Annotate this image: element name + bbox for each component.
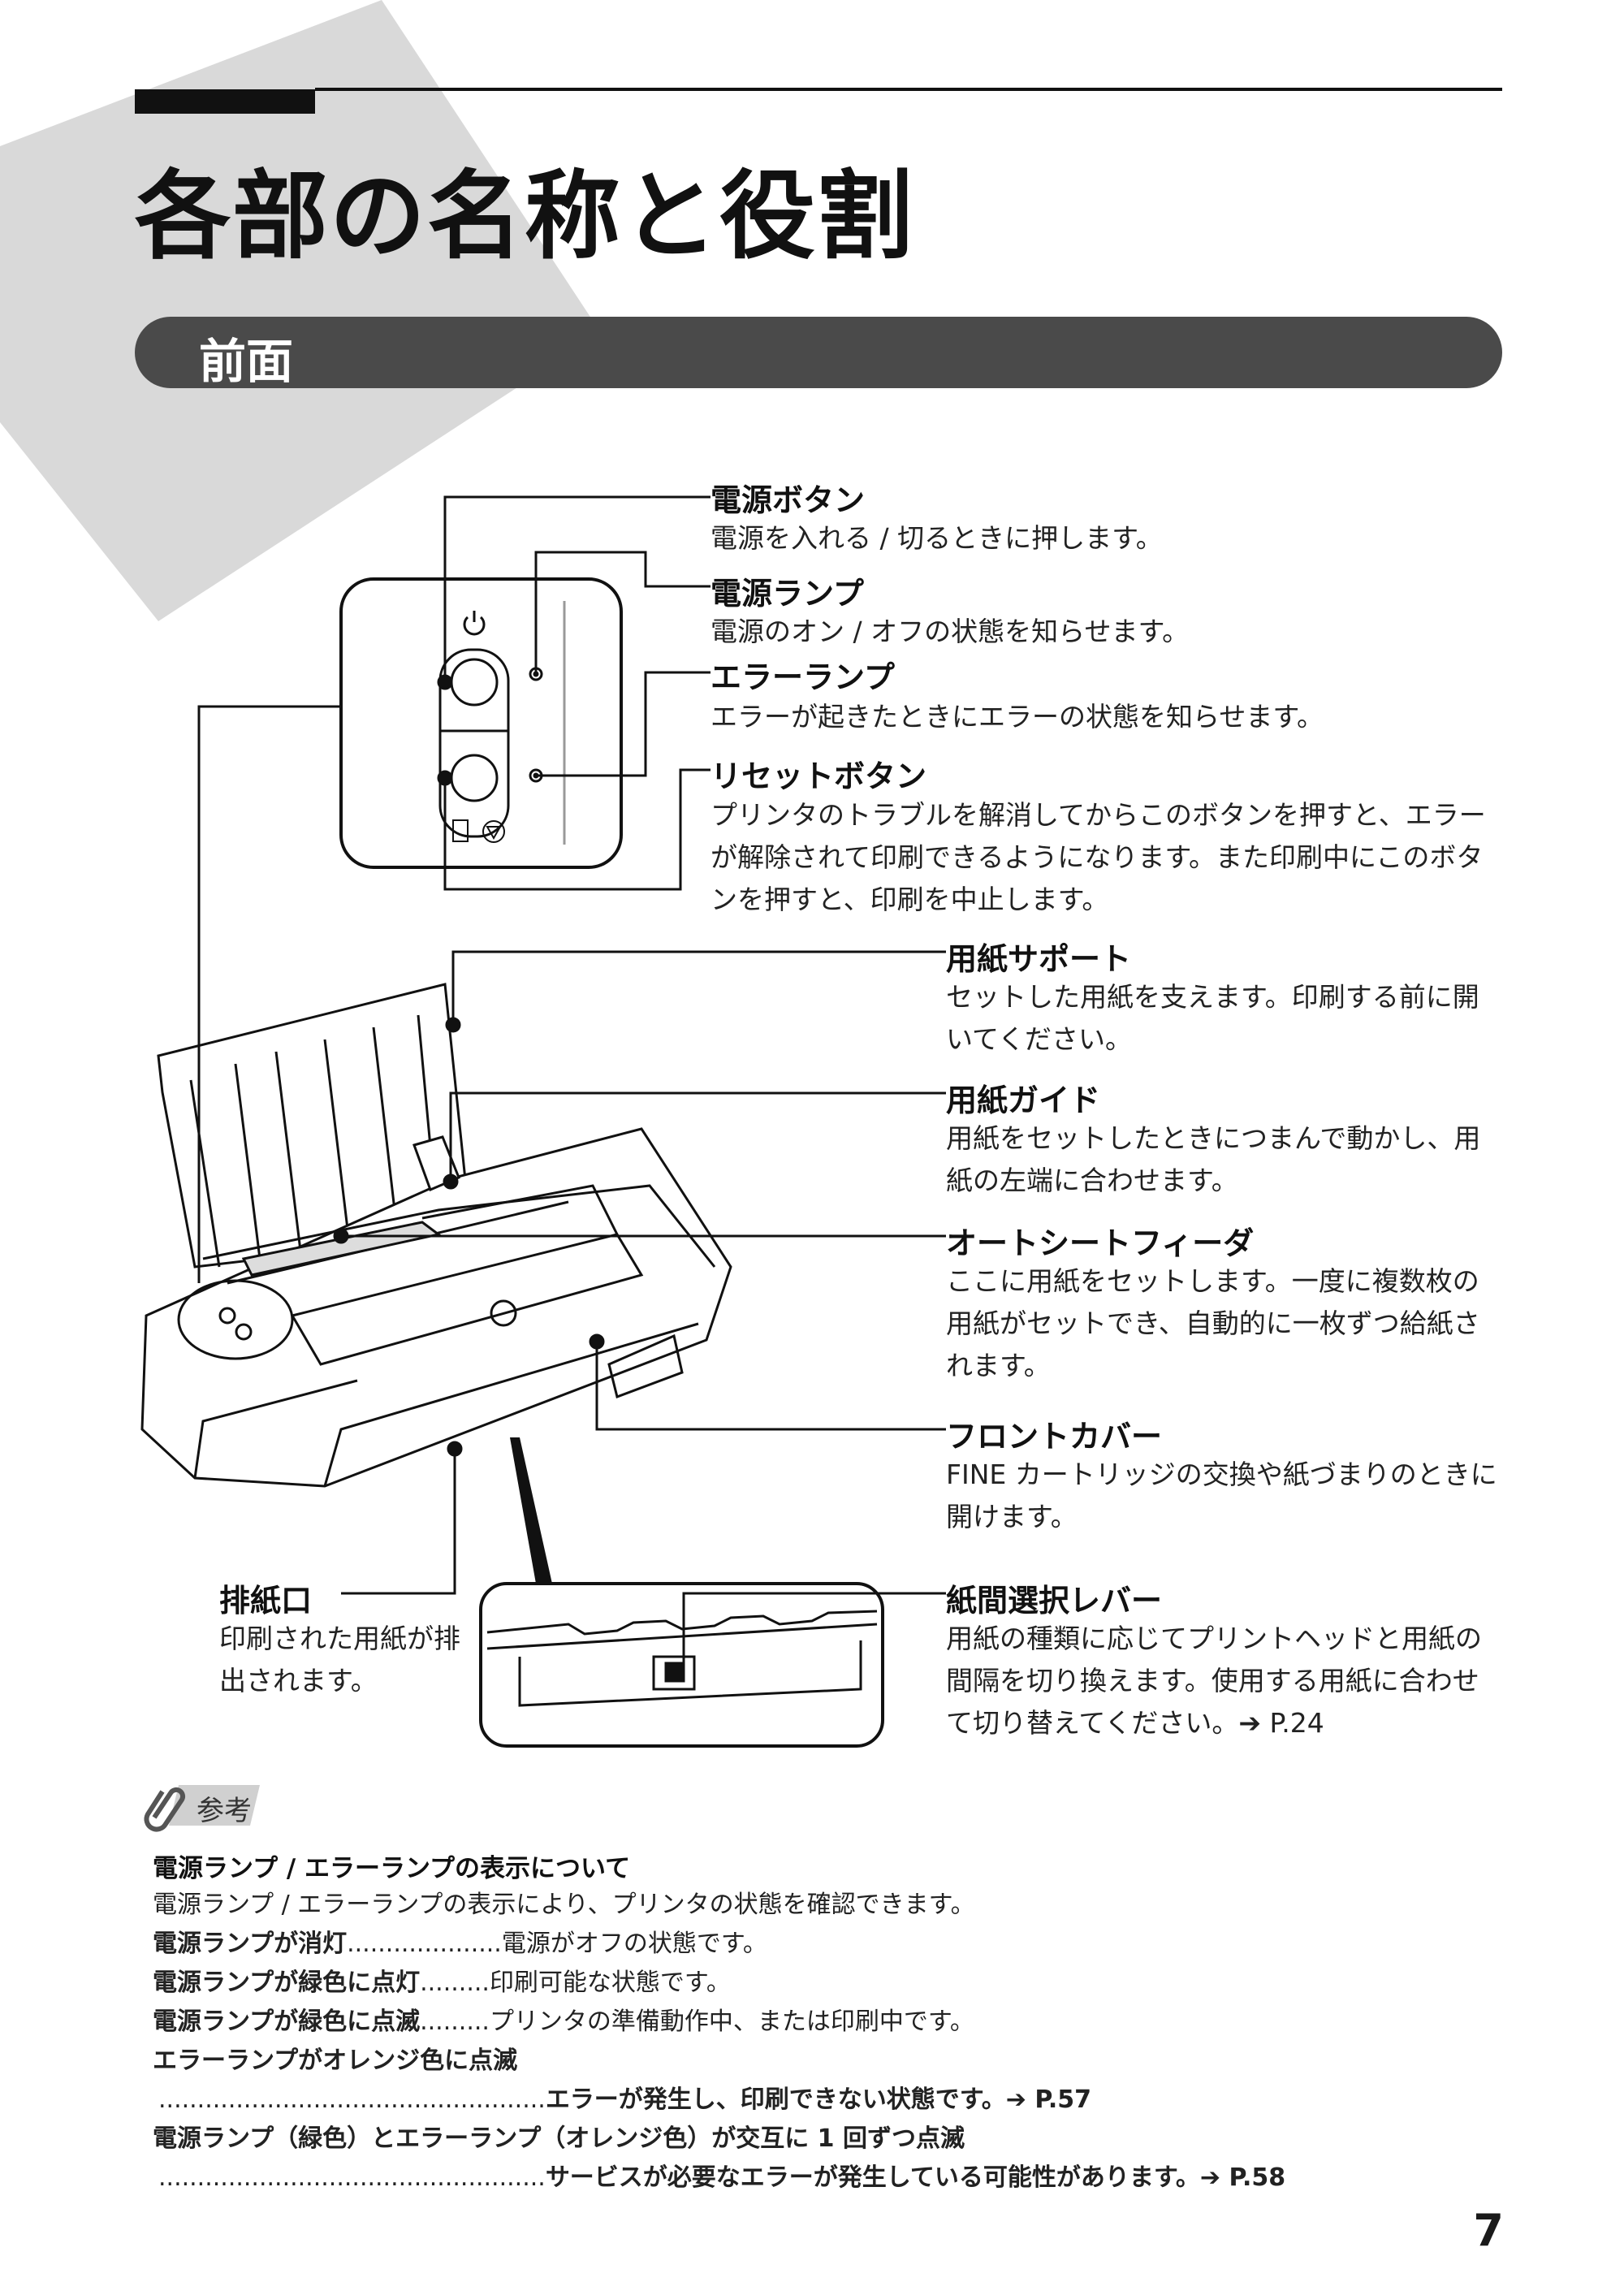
paper-guide-title: 用紙ガイド	[946, 1083, 1101, 1118]
note-row-detail: ........................................…	[158, 2157, 1285, 2193]
printer-body	[140, 983, 732, 1488]
note-row-state-text: 電源ランプ（緑色）とエラーランプ（オレンジ色）が交互に 1 回ずつ点滅	[153, 2124, 965, 2153]
note-row-meaning: 電源がオフの状態です。	[501, 1930, 767, 1958]
header-bar	[135, 89, 315, 114]
reference-badge: 参考	[138, 1777, 268, 1834]
front-cover-title: フロントカバー	[946, 1419, 1163, 1454]
note-row-leader: .........	[420, 2008, 490, 2036]
section-title: 前面	[199, 334, 294, 389]
note-intro: 電源ランプ / エラーランプの表示により、プリンタの状態を確認できます。	[153, 1891, 975, 1919]
note-row: 電源ランプが緑色に点滅.........プリンタの準備動作中、または印刷中です。	[153, 2001, 974, 2037]
page-title: 各部の名称と役割	[135, 160, 915, 272]
note-row-leader: .........	[420, 1969, 490, 1997]
error-lamp-title: エラーランプ	[710, 659, 895, 695]
paper-thickness-lever-title: 紙間選択レバー	[946, 1583, 1163, 1619]
power-lamp-title: 電源ランプ	[710, 576, 864, 612]
note-row-leader: ........................................…	[158, 2163, 546, 2192]
reset-button-title: リセットボタン	[710, 759, 927, 794]
note-row-detail: ........................................…	[158, 2079, 1091, 2115]
paper-support-title: 用紙サポート	[946, 941, 1132, 977]
note-row-state-text: エラーランプがオレンジ色に点滅	[153, 2046, 518, 2075]
section-header-bar	[135, 317, 1502, 388]
reference-badge-label: 参考	[197, 1795, 252, 1827]
note-row: 電源ランプが緑色に点灯.........印刷可能な状態です。	[153, 1962, 731, 1998]
note-row-meaning: サービスが必要なエラーが発生している可能性があります。➔ P.58	[545, 2163, 1286, 2192]
paper-support-desc: セットした用紙を支えます。印刷する前に開いてください。	[946, 981, 1479, 1055]
front-cover-desc: FINE カートリッジの交換や紙づまりのときに開けます。	[946, 1459, 1497, 1532]
paper-guide-desc: 用紙をセットしたときにつまんで動かし、用紙の左端に合わせます。	[946, 1122, 1481, 1196]
control-panel-closeup	[339, 577, 623, 869]
reset-button-desc: プリンタのトラブルを解消してからこのボタンを押すと、エラーが解除されて印刷できる…	[710, 799, 1486, 915]
note-row-state: 電源ランプが緑色に点滅	[153, 2008, 421, 2036]
paper-output-slot-desc: 印刷された用紙が排出されます。	[219, 1623, 460, 1696]
header-rule	[315, 88, 1502, 91]
paper-thickness-lever-desc: 用紙の種類に応じてプリントヘッドと用紙の間隔を切り換えます。使用する用紙に合わせ…	[946, 1623, 1482, 1739]
note-row-leader: ....................	[347, 1930, 502, 1958]
power-lamp-desc: 電源のオン / オフの状態を知らせます。	[710, 616, 1190, 647]
note-row-state: エラーランプがオレンジ色に点滅	[153, 2040, 517, 2076]
note-row-meaning: 印刷可能な状態です。	[489, 1969, 731, 1997]
auto-sheet-feeder-desc: ここに用紙をセットします。一度に複数枚の用紙がセットでき、自動的に一枚ずつ給紙さ…	[946, 1265, 1480, 1381]
note-row-state: 電源ランプが消灯	[153, 1930, 348, 1958]
note-row-leader: ........................................…	[158, 2085, 546, 2114]
paperclip-icon	[144, 1785, 260, 1832]
note-title: 電源ランプ / エラーランプの表示について	[153, 1854, 631, 1883]
note-row-meaning: エラーが発生し、印刷できない状態です。➔ P.57	[545, 2085, 1092, 2114]
auto-sheet-feeder-title: オートシートフィーダ	[946, 1225, 1255, 1261]
paper-output-slot-title: 排紙口	[219, 1583, 313, 1619]
leader-lines	[197, 495, 946, 1673]
page-number: 7	[1473, 2205, 1504, 2256]
note-row-meaning: プリンタの準備動作中、または印刷中です。	[489, 2008, 974, 2036]
power-button-desc: 電源を入れる / 切るときに押します。	[710, 522, 1163, 554]
error-lamp-desc: エラーが起きたときにエラーの状態を知らせます。	[710, 701, 1324, 733]
note-row-state: 電源ランプ（緑色）とエラーランプ（オレンジ色）が交互に 1 回ずつ点滅	[153, 2118, 965, 2154]
note-row-state: 電源ランプが緑色に点灯	[153, 1969, 421, 1997]
power-button-title: 電源ボタン	[710, 482, 866, 518]
note-row: 電源ランプが消灯....................電源がオフの状態です。	[153, 1923, 767, 1959]
lever-closeup	[479, 1582, 884, 1748]
